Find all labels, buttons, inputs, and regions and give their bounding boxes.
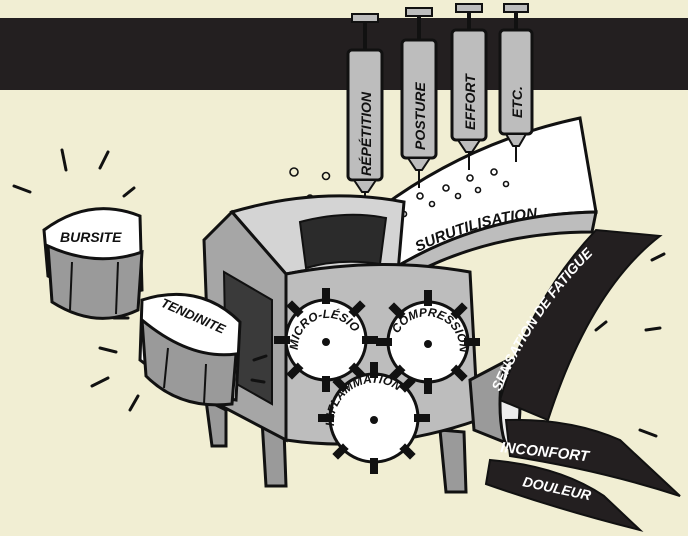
- top-band: [0, 18, 688, 90]
- syringe-posture: POSTURE: [400, 7, 438, 188]
- syringe-etc: ETC.: [498, 3, 534, 162]
- syringe-label-posture: POSTURE: [412, 82, 428, 150]
- gear-inflammation: INFLAMMATION: [318, 362, 430, 474]
- syringe-effort: EFFORT: [450, 3, 488, 170]
- bursite-block: BURSITE: [42, 207, 144, 320]
- tendinite-block: TENDINITE: [138, 292, 242, 407]
- output-ribbon-inconfort: INCONFORT: [500, 418, 681, 497]
- syringe-label-effort: EFFORT: [462, 73, 478, 130]
- syringe-repetition: RÉPÉTITION: [346, 13, 384, 212]
- syringe-label-repetition: RÉPÉTITION: [358, 91, 374, 176]
- motion-marks: [12, 148, 666, 438]
- intake-opening: [298, 213, 388, 270]
- syringe-label-etc: ETC.: [509, 86, 525, 118]
- gear-compression: COMPRESSION: [376, 290, 480, 394]
- bursite-label: BURSITE: [60, 229, 122, 245]
